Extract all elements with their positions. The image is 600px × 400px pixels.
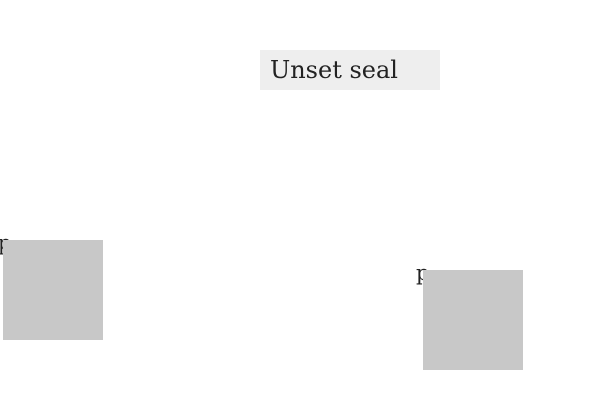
unset-seal-button[interactable]: Unset seal [260, 50, 440, 90]
gray-box-left[interactable] [3, 240, 103, 340]
gray-box-right[interactable] [423, 270, 523, 370]
